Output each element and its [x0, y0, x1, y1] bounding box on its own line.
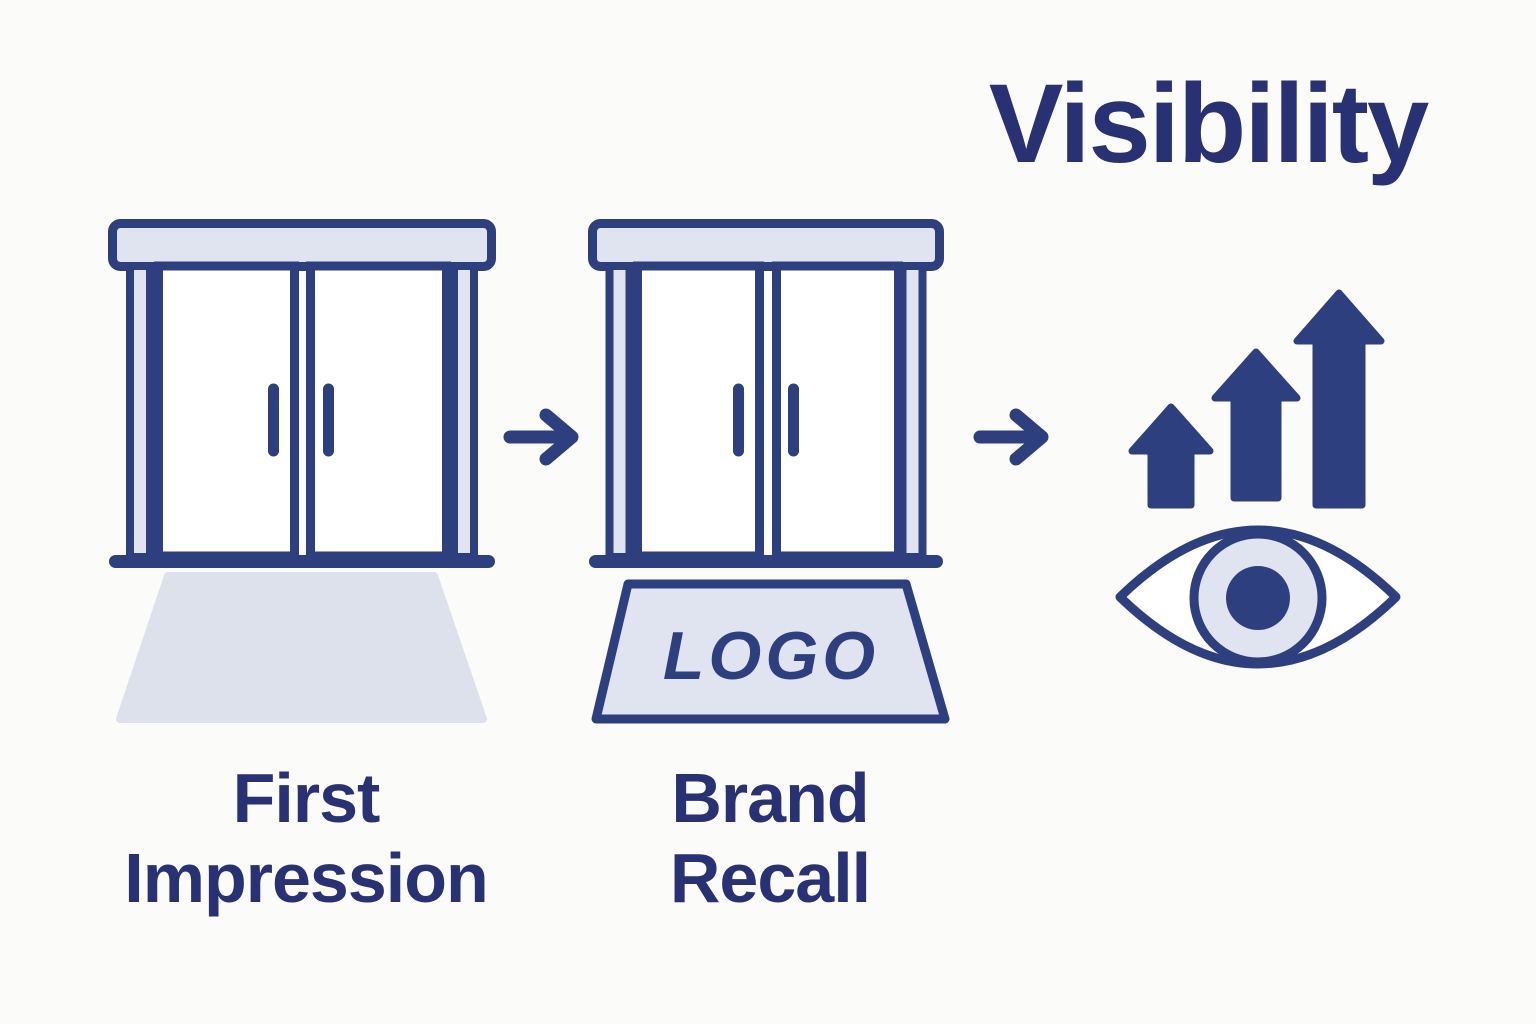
door-post-left [605, 262, 634, 561]
logo-doormat [591, 579, 950, 724]
label-line-2: Impression [124, 839, 488, 917]
label-first-impression: First Impression [106, 758, 506, 918]
door-post-right [898, 262, 927, 561]
growth-arrow-medium [1211, 348, 1301, 502]
right-arrow-icon [973, 408, 1049, 466]
door-post-right [450, 262, 478, 561]
label-line-1: First [232, 759, 381, 837]
open-door-icon [108, 219, 496, 723]
door-post-left [126, 262, 154, 561]
open-door-icon: LOGO [588, 219, 950, 724]
step-first-impression [108, 219, 504, 729]
label-line-2: Recall [669, 839, 871, 917]
label-line-1: Brand [671, 759, 869, 837]
door-threshold [109, 555, 495, 568]
light-beam [116, 572, 487, 723]
eye-icon [1115, 525, 1401, 669]
right-arrow-icon [503, 408, 579, 466]
logo-mat-text: LOGO [663, 618, 879, 694]
growth-arrow-large [1293, 289, 1385, 509]
growth-arrow-small [1128, 403, 1214, 509]
step-brand-recall: LOGO [588, 219, 952, 729]
door-header [108, 219, 496, 271]
eye-pupil [1226, 566, 1290, 630]
door-threshold [589, 555, 943, 568]
door-header [588, 219, 944, 271]
page-title: Visibility [988, 61, 1430, 186]
door-panel-left [633, 261, 764, 561]
label-brand-recall: Brand Recall [570, 758, 970, 918]
step-visibility [1113, 285, 1403, 680]
ascending-arrows-icon [1128, 289, 1385, 509]
